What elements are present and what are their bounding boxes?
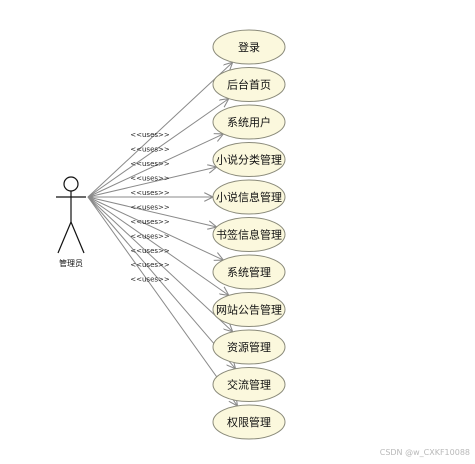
stereotype-label: <<uses>>: [130, 146, 170, 154]
use-case-label: 系统管理: [227, 265, 271, 279]
use-case-ellipse[interactable]: [212, 104, 286, 140]
use-case-ellipse[interactable]: [212, 217, 286, 252]
use-case-ellipse[interactable]: [212, 367, 286, 402]
association-line: [87, 167, 217, 198]
use-case-ellipse[interactable]: [212, 67, 286, 102]
use-case-label: 系统用户: [227, 115, 271, 129]
actor-right-leg: [70, 221, 85, 254]
stereotype-label: <<uses>>: [130, 247, 170, 255]
use-case[interactable]: 权限管理: [212, 404, 286, 440]
use-case[interactable]: 网站公告管理: [212, 292, 286, 327]
stereotype-label: <<uses>>: [130, 131, 170, 139]
stereotype-label: <<uses>>: [130, 189, 170, 197]
association-line: [87, 196, 217, 227]
association-lines: [87, 62, 238, 406]
use-case-ellipse[interactable]: [212, 179, 286, 215]
use-case-label: 小说分类管理: [216, 153, 282, 167]
use-case-label: 交流管理: [227, 378, 271, 392]
use-case[interactable]: 小说信息管理: [212, 179, 286, 215]
stereotype-label: <<uses>>: [130, 203, 170, 211]
association-line: [87, 62, 233, 198]
use-case[interactable]: 小说分类管理: [212, 142, 286, 177]
actor-head: [63, 176, 79, 192]
use-case[interactable]: 交流管理: [212, 367, 286, 402]
association-line: [87, 134, 223, 198]
association-line: [87, 196, 229, 295]
use-case[interactable]: 登录: [212, 29, 286, 65]
association-line: [87, 196, 238, 406]
use-case-ellipse[interactable]: [212, 29, 286, 65]
use-case-label: 后台首页: [227, 78, 271, 92]
stereotype-label: <<uses>>: [130, 175, 170, 183]
use-case-label: 登录: [238, 40, 260, 54]
use-case-label: 权限管理: [227, 415, 271, 429]
actor-label: 管理员: [59, 258, 83, 268]
use-cases: 登录后台首页系统用户小说分类管理小说信息管理书签信息管理系统管理网站公告管理资源…: [212, 29, 286, 440]
association-line: [87, 196, 236, 369]
stereotype-label: <<uses>>: [130, 261, 170, 269]
use-case-ellipse[interactable]: [212, 254, 286, 290]
use-case[interactable]: 书签信息管理: [212, 217, 286, 252]
use-case[interactable]: 系统管理: [212, 254, 286, 290]
use-case-label: 书签信息管理: [216, 228, 282, 242]
stereotype-labels: <<uses>> <<uses>> <<uses>> <<uses>> <<uses>>…: [130, 131, 170, 283]
stereotype-label: <<uses>>: [130, 276, 170, 284]
use-case-label: 网站公告管理: [216, 303, 282, 317]
use-case-ellipse[interactable]: [212, 404, 286, 440]
use-case[interactable]: 后台首页: [212, 67, 286, 102]
association-line: [87, 196, 233, 332]
use-case-ellipse[interactable]: [212, 329, 286, 365]
use-case[interactable]: 系统用户: [212, 104, 286, 140]
use-case-label: 小说信息管理: [216, 190, 282, 204]
use-case-ellipse[interactable]: [212, 142, 286, 177]
use-case[interactable]: 资源管理: [212, 329, 286, 365]
use-case-ellipse[interactable]: [212, 292, 286, 327]
use-case-label: 资源管理: [227, 340, 271, 354]
watermark: CSDN @w_CXKF10088: [380, 448, 470, 457]
association-line: [87, 196, 223, 260]
stereotype-label: <<uses>>: [130, 160, 170, 168]
actor-left-leg: [57, 221, 72, 254]
association-line: [87, 99, 229, 198]
stereotype-label: <<uses>>: [130, 218, 170, 226]
stereotype-label: <<uses>>: [130, 232, 170, 240]
actor-figure: 管理员: [56, 176, 86, 268]
